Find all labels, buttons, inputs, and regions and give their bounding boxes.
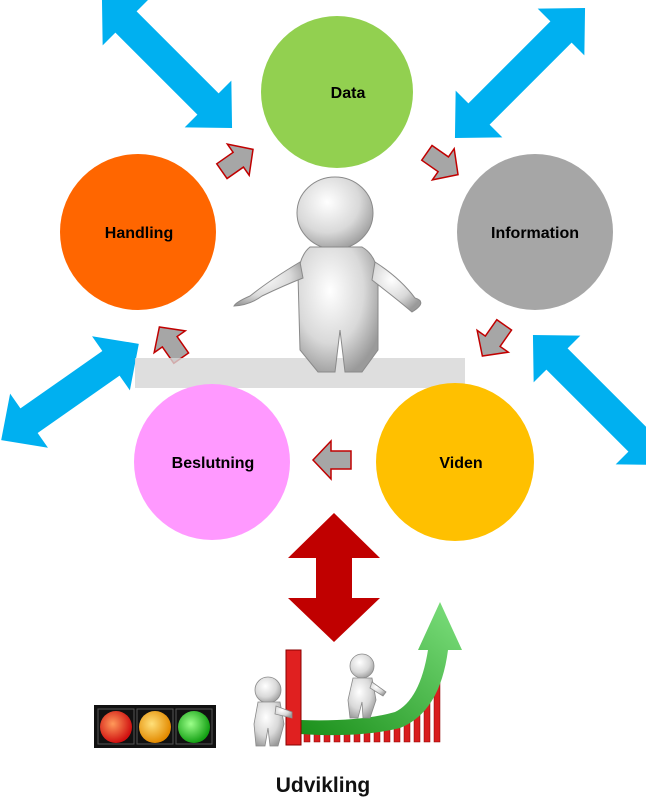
- cycle-arrow-viden-to-beslutning: [311, 439, 352, 481]
- node-handling: Handling: [60, 154, 216, 310]
- blue-arrow-icon: [1, 336, 139, 448]
- vertical-double-arrow: [288, 513, 380, 642]
- green-light-icon: [178, 711, 210, 743]
- node-beslutning: Beslutning: [134, 384, 290, 540]
- blue-arrow-icon: [532, 334, 646, 466]
- blue-arrow-icon: [101, 0, 233, 129]
- cycle-arrow-handling-to-data: [215, 143, 254, 180]
- amber-light-icon: [139, 711, 171, 743]
- cycle-arrow-information-to-viden: [476, 318, 513, 357]
- right-double-arrow: [532, 334, 646, 466]
- node-viden: Viden: [376, 383, 534, 541]
- growth-arrow-icon: [300, 602, 462, 736]
- node-beslutning-circle: [134, 384, 290, 540]
- blue-arrow-icon: [454, 7, 586, 139]
- cycle-arrow-data-to-information: [420, 144, 459, 181]
- red-light-icon: [100, 711, 132, 743]
- cycle-arrow-beslutning-to-handling: [153, 326, 190, 365]
- pushing-person-icon: [253, 676, 293, 747]
- red-door-panel: [285, 649, 302, 746]
- node-handling-label: Handling: [105, 225, 173, 242]
- growth-bars: [303, 661, 441, 743]
- traffic-light: [94, 705, 216, 748]
- node-information-label: Information: [491, 225, 579, 242]
- growth-scene: [253, 602, 462, 747]
- top-left-double-arrow: [101, 0, 233, 129]
- confused-person-icon: [233, 176, 422, 373]
- footer-label-udvikling: Udvikling: [275, 774, 371, 797]
- figure-ground-texture: [135, 358, 465, 388]
- node-handling-circle: [60, 154, 216, 310]
- left-double-arrow: [1, 336, 139, 448]
- top-right-double-arrow: [454, 7, 586, 139]
- node-information-circle: [457, 154, 613, 310]
- node-viden-circle: [376, 383, 534, 541]
- node-data-label: Data: [331, 85, 366, 102]
- node-viden-label: Viden: [439, 455, 482, 472]
- node-data-circle: [261, 16, 413, 168]
- node-data: Data: [261, 16, 413, 168]
- walking-person-icon: [347, 653, 387, 719]
- node-information: Information: [457, 154, 613, 310]
- central-figure: [135, 176, 465, 388]
- node-beslutning-label: Beslutning: [172, 455, 255, 472]
